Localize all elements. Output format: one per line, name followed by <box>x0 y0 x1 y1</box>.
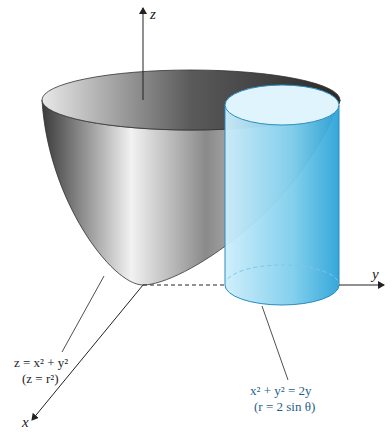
equation-label: x² + y² = 2y <box>250 384 311 398</box>
equation-label: z = x² + y² <box>14 356 68 370</box>
axis-label: x <box>22 414 29 431</box>
equation-label: (z = r²) <box>22 372 59 386</box>
axis-label: z <box>150 6 156 23</box>
axis-label: y <box>372 266 379 283</box>
equation-label: (r = 2 sin θ) <box>254 400 315 414</box>
